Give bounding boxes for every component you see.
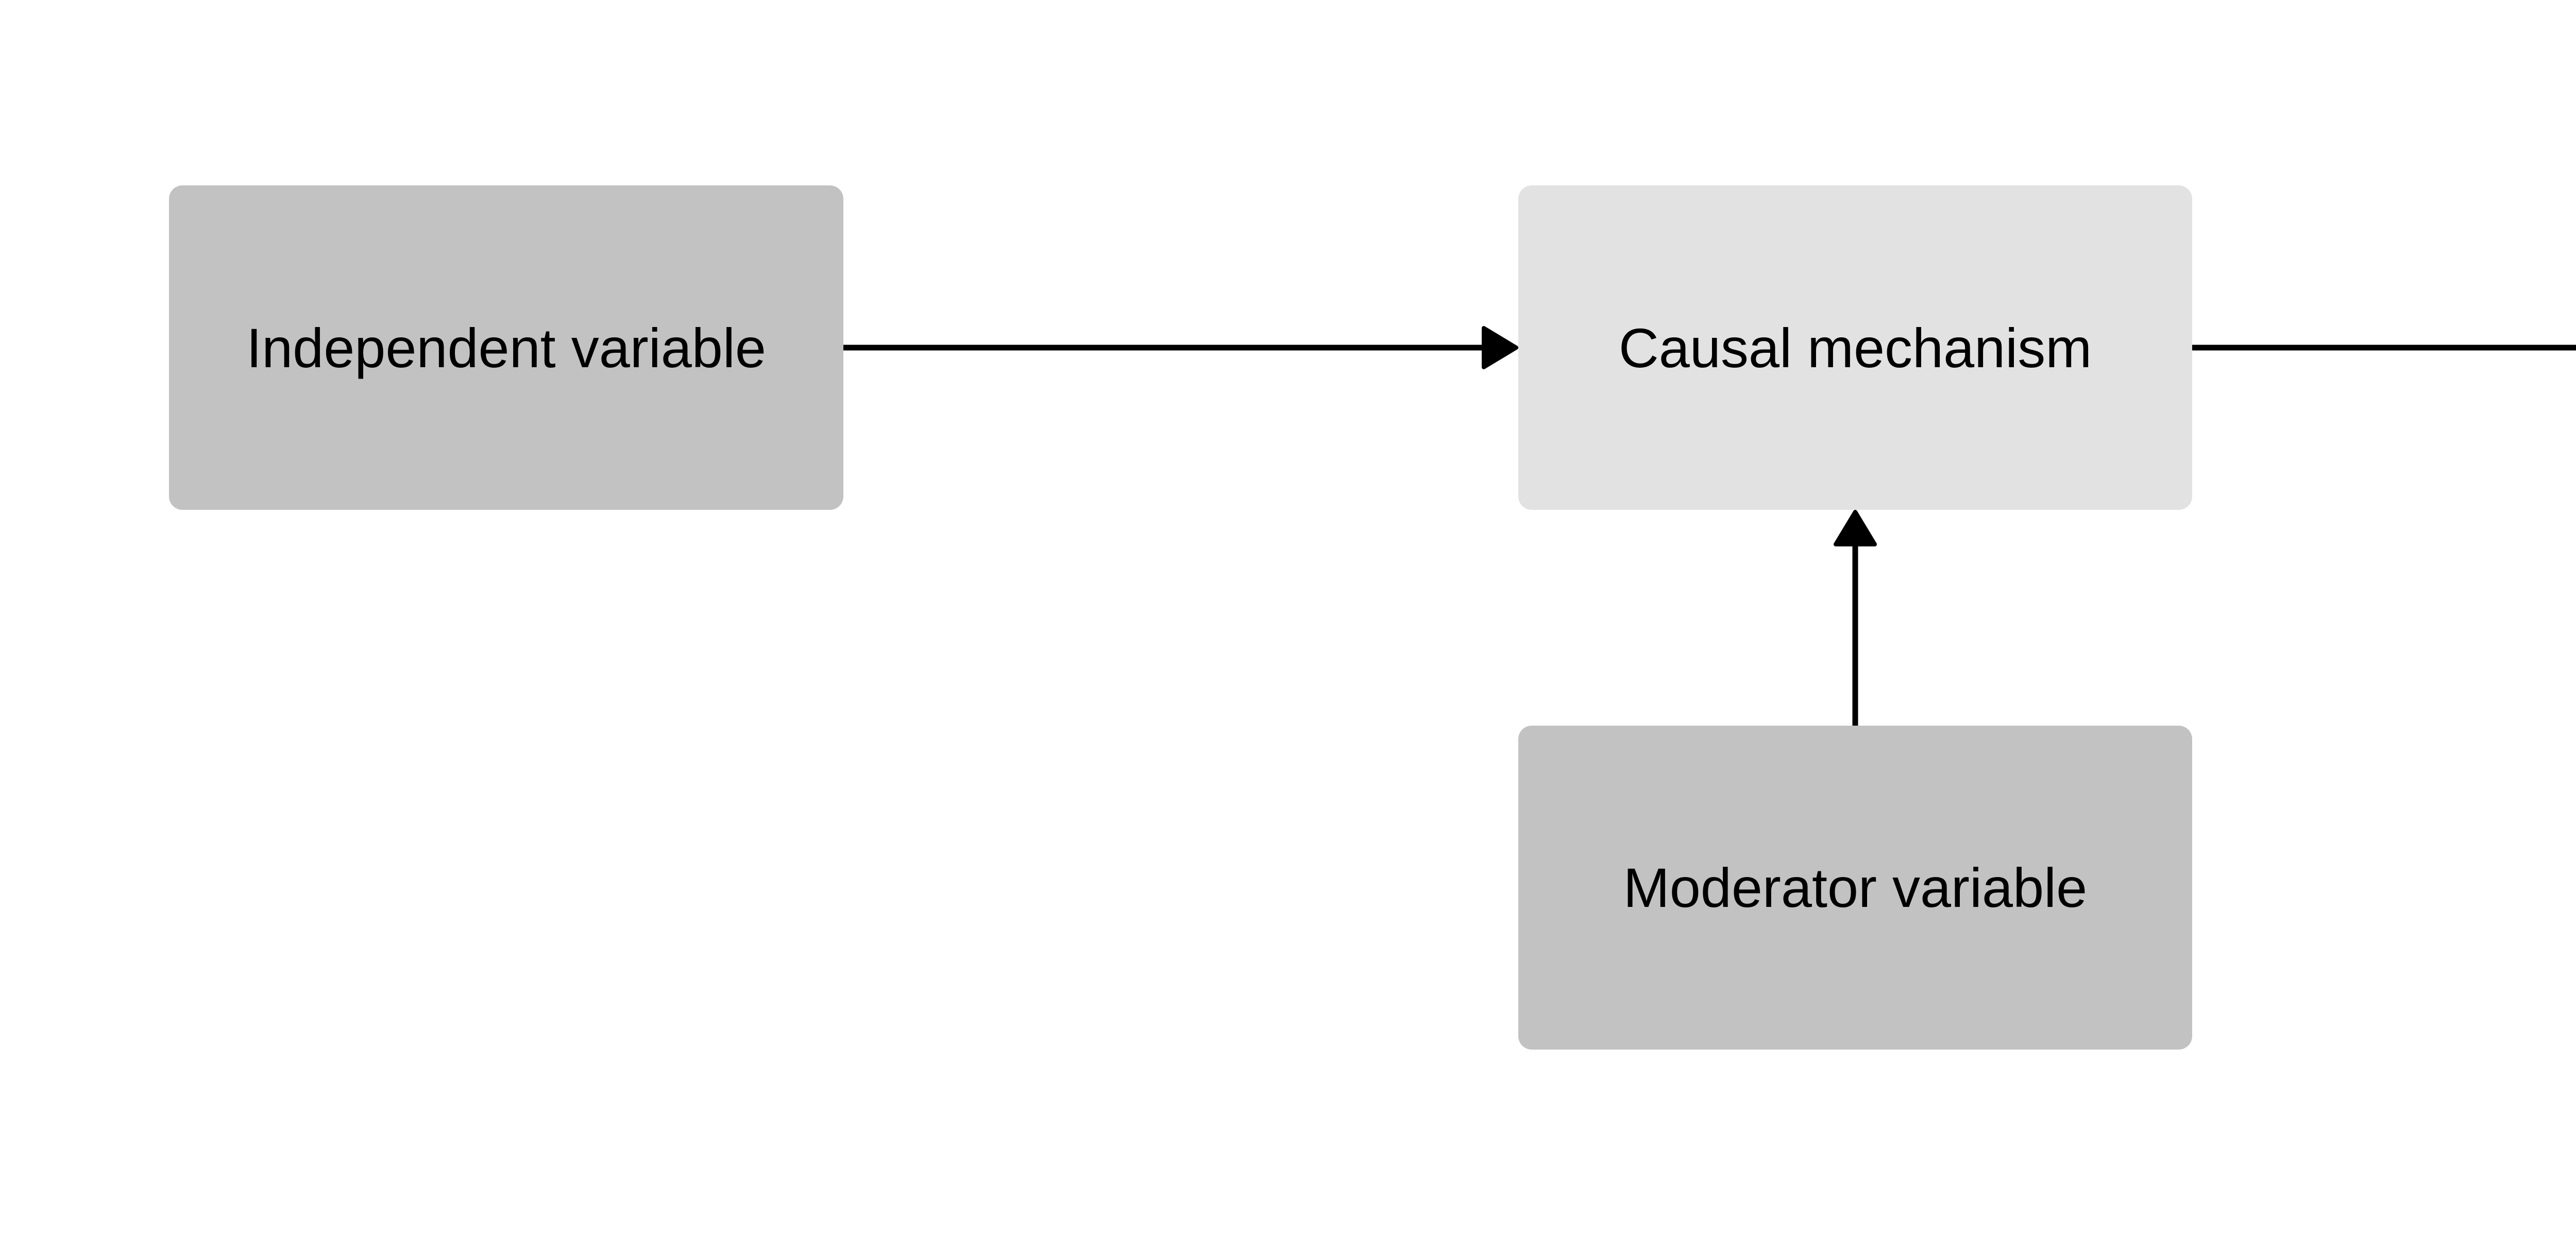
node-independent-variable: Independent variable — [169, 185, 843, 510]
node-independent-variable-label: Independent variable — [246, 316, 766, 379]
node-moderator-variable: Moderator variable — [1518, 726, 2192, 1050]
arrow-causal-to-dependent — [2189, 345, 2576, 351]
node-causal-mechanism: Causal mechanism — [1518, 185, 2192, 510]
arrow-independent-to-causal — [840, 326, 1518, 369]
arrow-moderator-to-causal — [1834, 510, 1877, 729]
node-causal-mechanism-label: Causal mechanism — [1618, 316, 2092, 379]
node-moderator-variable-label: Moderator variable — [1623, 856, 2088, 919]
